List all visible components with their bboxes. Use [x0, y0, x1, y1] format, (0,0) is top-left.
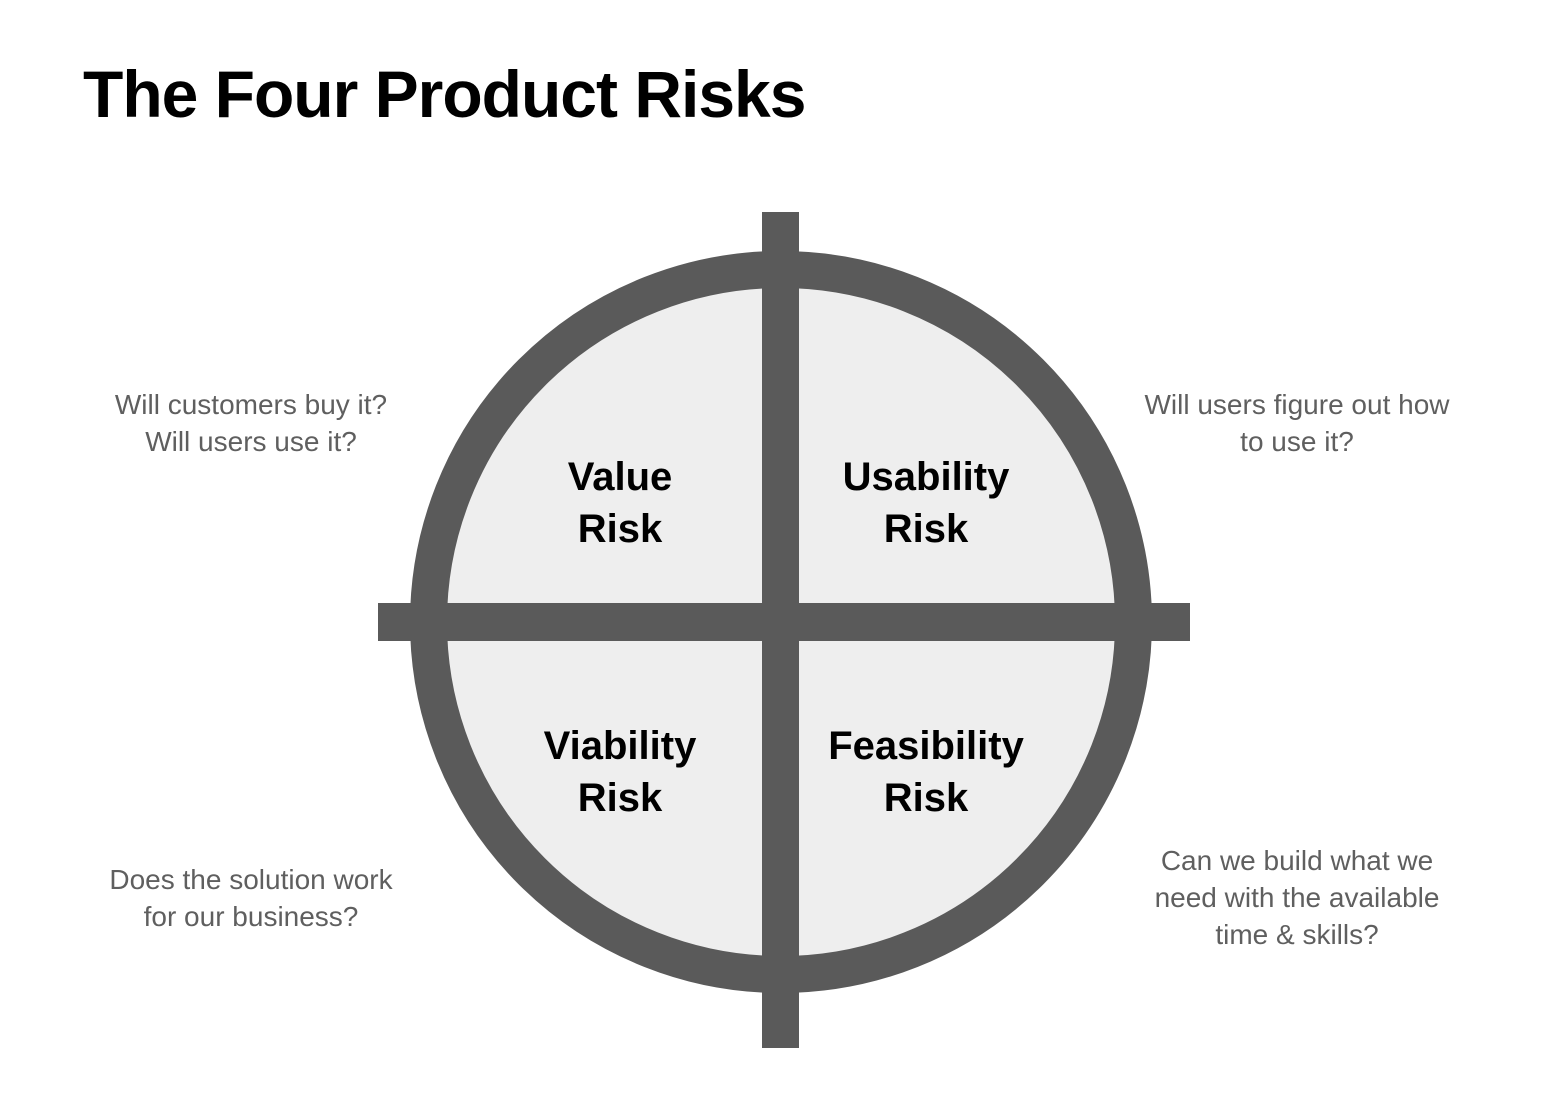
feasibility-risk-question: Can we build what we need with the avail…: [1110, 842, 1484, 953]
note-line: Will users use it?: [145, 426, 357, 457]
horizontal-axis-bar: [378, 603, 1190, 641]
quadrant-label-viability: Viability Risk: [490, 720, 750, 824]
note-line: Will users figure out how: [1144, 389, 1450, 420]
note-line: Can we build what we: [1160, 845, 1434, 876]
label-line: Risk: [883, 507, 969, 551]
value-risk-question: Will customers buy it? Will users use it…: [70, 386, 432, 460]
quadrant-label-usability: Usability Risk: [796, 451, 1056, 555]
note-line: time & skills?: [1215, 919, 1379, 950]
note-line: Will customers buy it?: [114, 389, 388, 420]
label-line: Feasibility: [828, 724, 1024, 768]
note-line: for our business?: [143, 901, 359, 932]
label-line: Risk: [577, 776, 663, 820]
note-line: Does the solution work: [109, 864, 393, 895]
label-line: Usability: [842, 455, 1010, 499]
usability-risk-question: Will users figure out how to use it?: [1110, 386, 1484, 460]
note-line: to use it?: [1240, 426, 1354, 457]
quadrant-label-value: Value Risk: [490, 451, 750, 555]
label-line: Risk: [883, 776, 969, 820]
label-line: Viability: [543, 724, 697, 768]
quadrant-label-feasibility: Feasibility Risk: [796, 720, 1056, 824]
label-line: Risk: [577, 507, 663, 551]
page-title: The Four Product Risks: [83, 57, 806, 131]
viability-risk-question: Does the solution work for our business?: [70, 861, 432, 935]
label-line: Value: [567, 455, 673, 499]
note-line: need with the available: [1154, 882, 1440, 913]
